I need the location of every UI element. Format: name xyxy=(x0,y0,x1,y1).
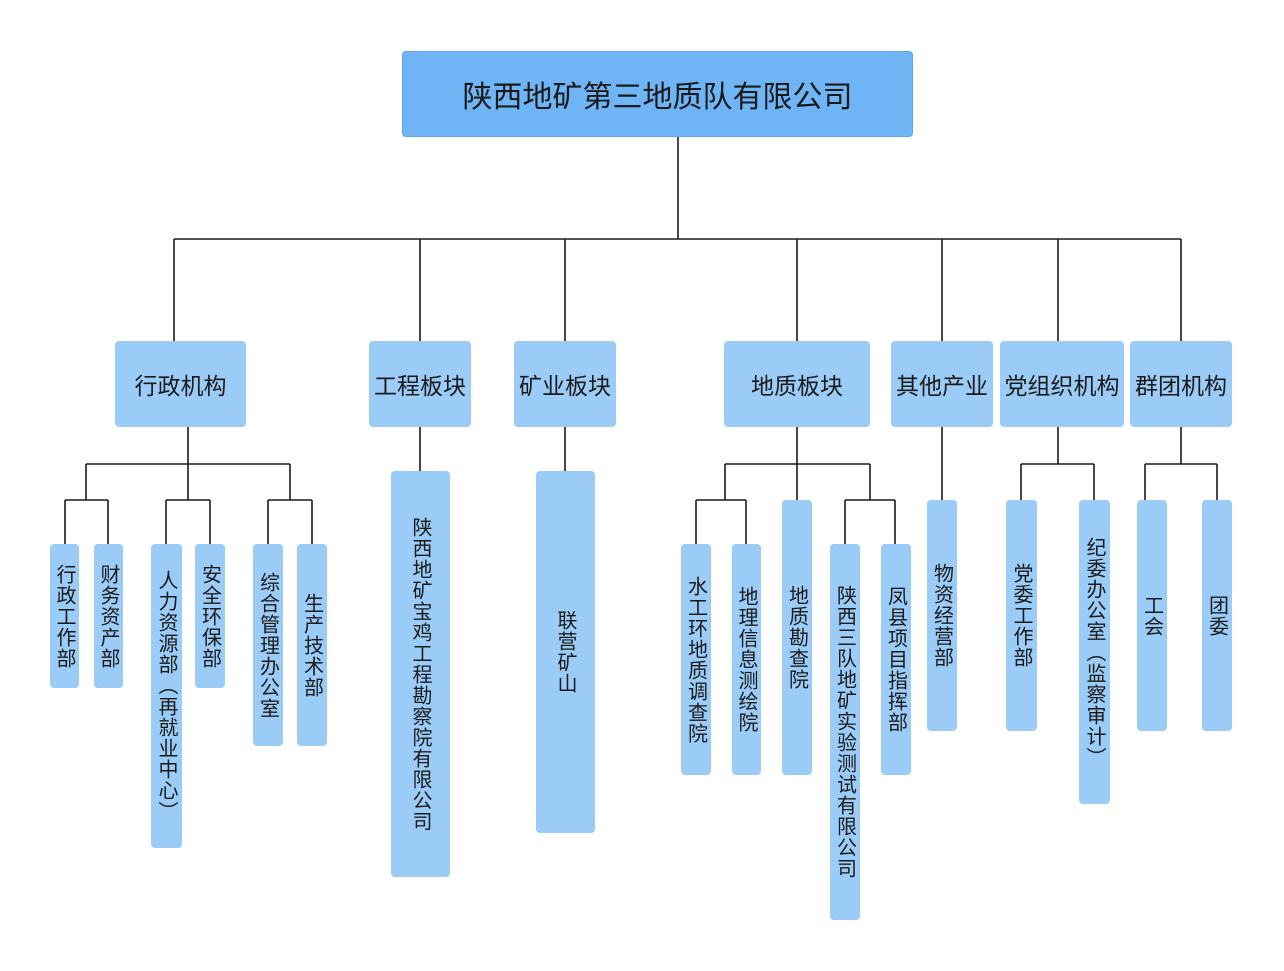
node-mass-org: 群团机构 xyxy=(1130,341,1232,427)
unit-production-tech: 生产技术部 xyxy=(297,544,327,746)
unit-finance: 财务资产部 xyxy=(94,544,123,688)
unit-labor-union: 工会 xyxy=(1137,500,1167,731)
unit-baoji-survey: 陕西地矿宝鸡工程勘察院有限公司 xyxy=(391,471,450,877)
unit-geo-info: 地理信息测绘院 xyxy=(732,544,761,775)
node-other-industry: 其他产业 xyxy=(891,341,993,427)
node-party: 党组织机构 xyxy=(1000,341,1124,427)
unit-youth-league: 团委 xyxy=(1202,500,1232,731)
unit-discipline: 纪委办公室（监察审计） xyxy=(1079,500,1110,804)
unit-hr: 人力资源部（再就业中心） xyxy=(151,544,182,848)
unit-safety: 安全环保部 xyxy=(195,544,225,688)
unit-lab-test: 陕西三队地矿实验测试有限公司 xyxy=(830,544,860,920)
unit-geo-exploration: 地质勘查院 xyxy=(782,500,812,775)
node-geology: 地质板块 xyxy=(724,341,870,427)
root-node: 陕西地矿第三地质队有限公司 xyxy=(402,51,913,137)
unit-admin-work: 行政工作部 xyxy=(50,544,79,688)
node-mining: 矿业板块 xyxy=(514,341,616,427)
unit-party-committee: 党委工作部 xyxy=(1006,500,1037,731)
unit-hydro-survey: 水工环地质调查院 xyxy=(681,544,711,775)
node-engineering: 工程板块 xyxy=(369,341,471,427)
unit-general-office: 综合管理办公室 xyxy=(253,544,283,746)
node-admin: 行政机构 xyxy=(115,341,246,427)
unit-materials: 物资经营部 xyxy=(927,500,957,731)
unit-fengxian-project: 凤县项目指挥部 xyxy=(881,544,911,775)
unit-joint-mine: 联营矿山 xyxy=(536,471,595,833)
